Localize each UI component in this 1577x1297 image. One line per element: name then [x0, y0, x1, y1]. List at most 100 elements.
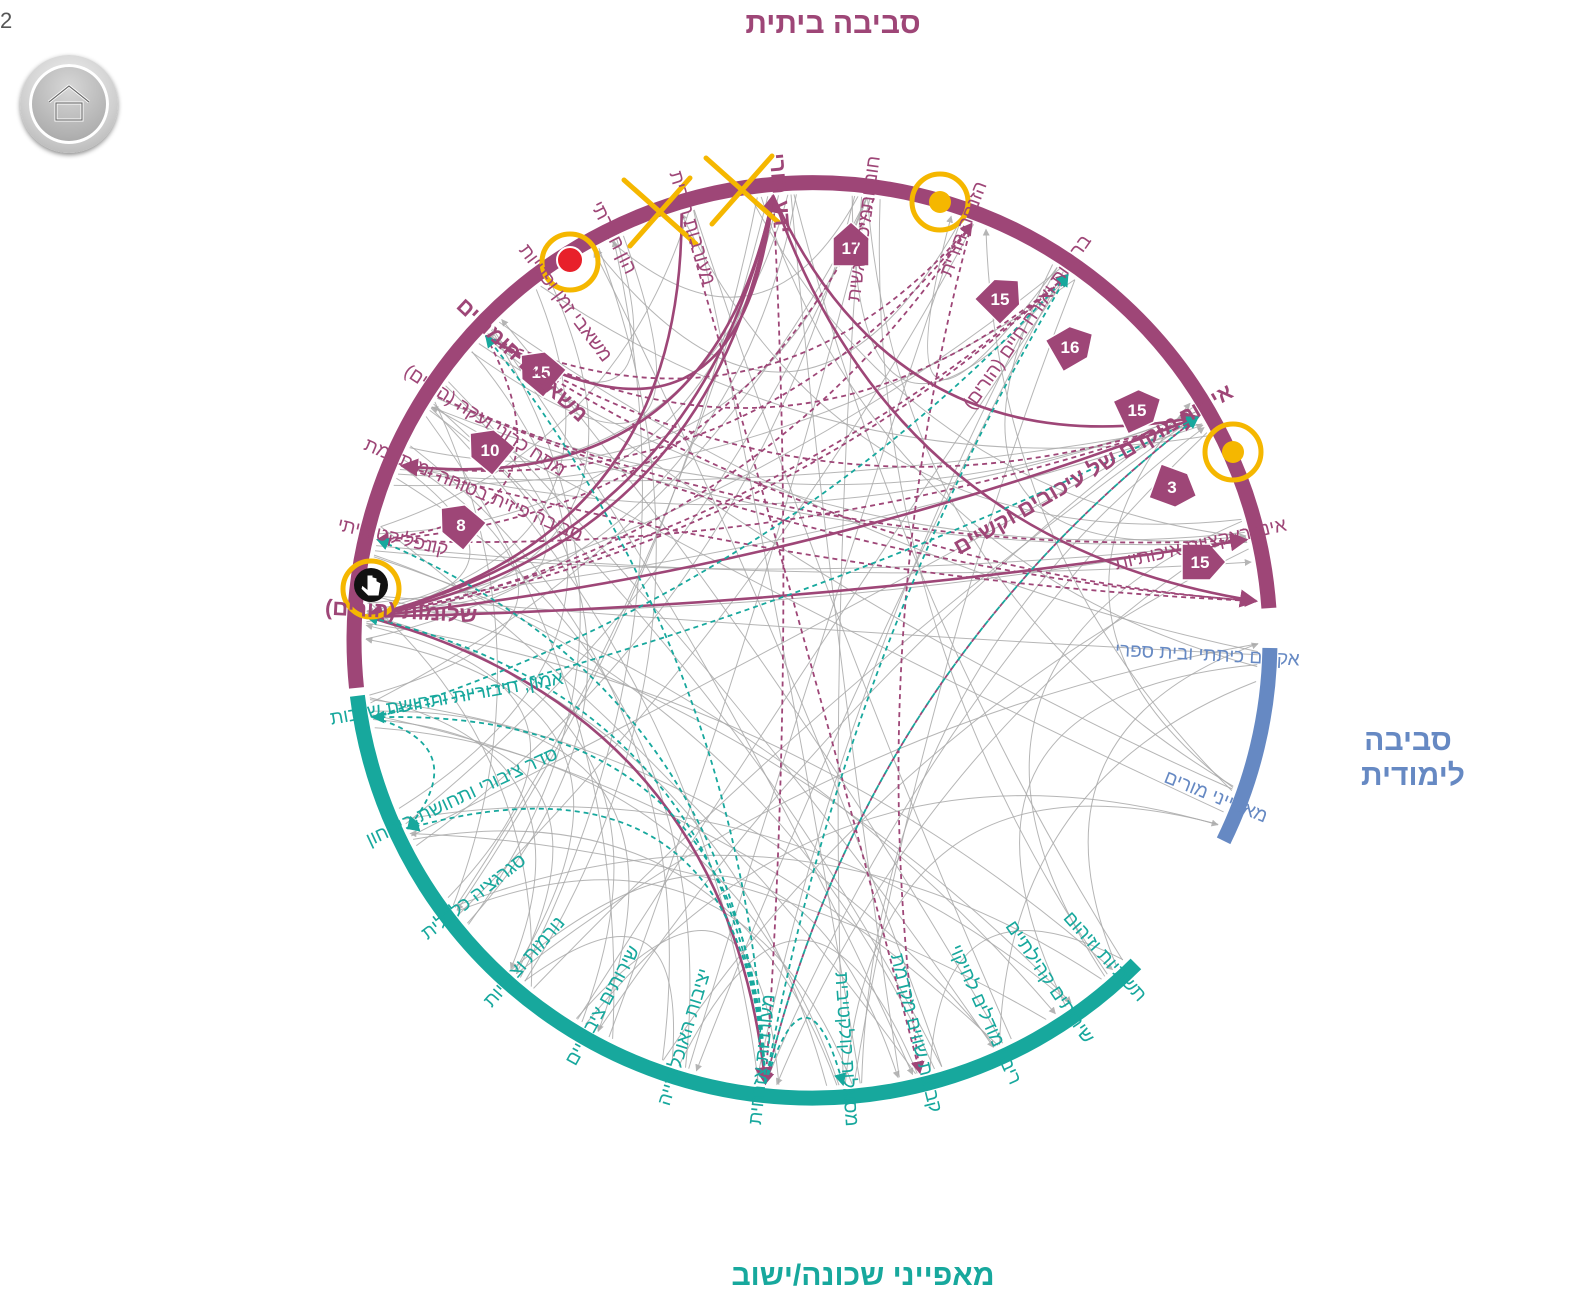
- learning-section-arc: [1216, 647, 1278, 845]
- grey-link: [688, 219, 962, 1069]
- grey-link: [593, 250, 943, 1067]
- badge-shape: [1044, 325, 1094, 373]
- grey-link: [575, 930, 780, 1085]
- grey-link: [695, 271, 1064, 1072]
- grey-link: [411, 416, 1199, 837]
- grey-link: [425, 416, 615, 1039]
- grey-link: [374, 540, 1247, 570]
- grey-link: [416, 195, 856, 847]
- badge-count: 16: [1061, 338, 1080, 357]
- cross-out-icon: [621, 175, 699, 249]
- grey-link: [861, 427, 1205, 1084]
- neighborhood-link: [376, 538, 767, 1084]
- markers: [340, 153, 1264, 620]
- grey-link: [369, 699, 996, 1047]
- grey-link: [365, 623, 532, 899]
- neighborhood-link: [372, 273, 1069, 719]
- home-link: [771, 195, 1200, 429]
- grey-link: [929, 929, 1124, 1071]
- neighborhood-link: [365, 613, 767, 1084]
- highlight-circle: [909, 171, 971, 233]
- grey-link: [459, 224, 975, 914]
- home-link: [364, 213, 683, 622]
- grey-link: [662, 548, 1249, 1061]
- home-link: [897, 223, 973, 1075]
- home-button[interactable]: [20, 55, 118, 153]
- home-section-arc: [346, 175, 1277, 689]
- home-link: [376, 335, 519, 545]
- grey-link: [456, 197, 758, 911]
- home-link: [377, 414, 1200, 543]
- home-link: [400, 223, 973, 474]
- grey-link: [366, 268, 1060, 620]
- section-title-neighborhood: מאפייני שכונה/ישוב: [731, 1259, 994, 1292]
- neighborhood-link: [485, 334, 767, 1084]
- grey-link: [515, 643, 1259, 975]
- grey-link: [366, 278, 590, 623]
- page-number: 2: [0, 8, 13, 33]
- neighborhood-section-arc: [349, 694, 1142, 1106]
- badge-shape: [520, 350, 568, 399]
- section-title-learning-line2: לימודית: [1361, 759, 1465, 792]
- grey-link: [369, 697, 537, 970]
- grey-link: [368, 594, 1258, 656]
- highlight-circle: [340, 558, 402, 620]
- neighborhood-factor-label: סדר ציבורי ותחושת ביטחון: [363, 743, 561, 850]
- badge-shape: [1112, 388, 1162, 435]
- grey-link: [678, 939, 918, 1074]
- grey-link: [401, 411, 1196, 506]
- grey-link: [410, 445, 670, 1061]
- home-link: [399, 195, 775, 477]
- grey-link: [533, 414, 1198, 989]
- home-link: [366, 414, 1200, 618]
- pointer-hand-shape: [360, 574, 382, 597]
- red-dot-marker: [556, 246, 584, 274]
- grey-link: [680, 212, 1242, 525]
- badge-count: 15: [991, 290, 1010, 309]
- highlight-circle: [1202, 421, 1264, 483]
- badge-shape: [1147, 462, 1198, 509]
- home-link: [437, 396, 1258, 607]
- grey-link: [764, 432, 1208, 1084]
- grey-link: [999, 681, 1257, 1045]
- grey-link: [755, 267, 1058, 1083]
- link-count-badge: 15: [973, 278, 1021, 326]
- grey-link: [844, 805, 1219, 1085]
- home-icon: [48, 84, 90, 122]
- grey-link: [380, 211, 690, 528]
- home-link: [771, 195, 1259, 608]
- grey-link: [524, 936, 675, 1064]
- grey-link: [775, 527, 1245, 1086]
- highlight-dot: [1222, 441, 1244, 463]
- neighborhood-link: [406, 807, 767, 1084]
- grey-link: [577, 274, 1069, 1020]
- home-factor-label: בריאות ואורח חיים (הורים): [959, 231, 1096, 414]
- home-factor-label: קונפליקט ביתי: [335, 515, 450, 561]
- highlight-circle: [539, 231, 601, 293]
- home-link: [485, 222, 973, 380]
- grey-link: [878, 199, 1108, 975]
- badge-shape: [440, 503, 488, 552]
- neighborhood-factor-label: מעורבות אזרחית: [745, 993, 780, 1125]
- link-count-badge: 3: [1147, 462, 1198, 509]
- home-link: [366, 533, 1249, 618]
- link-count-badge: 8: [440, 503, 488, 552]
- grey-link: [519, 239, 643, 978]
- grey-link: [398, 351, 569, 809]
- link-count-badge: 10: [469, 428, 517, 477]
- grey-link: [373, 556, 1056, 1015]
- link-count-badge: 16: [1044, 325, 1094, 373]
- grey-link: [478, 343, 1245, 541]
- grey-link: [693, 209, 1012, 1040]
- home-link: [366, 193, 779, 618]
- grey-link: [373, 554, 935, 1070]
- badge-count: 15: [1191, 553, 1210, 572]
- grey-link: [374, 727, 840, 1086]
- grey-link: [433, 403, 943, 1067]
- section-arcs: [346, 175, 1278, 1106]
- grey-link: [793, 194, 1124, 961]
- home-link: [437, 396, 1248, 547]
